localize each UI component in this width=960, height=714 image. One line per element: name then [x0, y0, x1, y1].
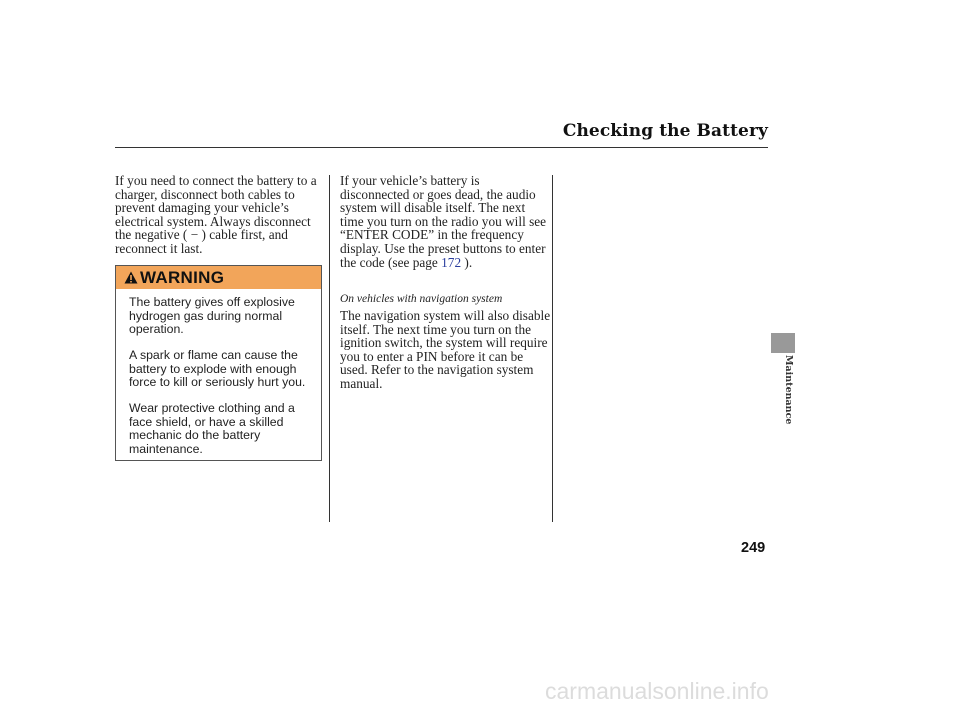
- column-divider-left: [329, 175, 330, 522]
- warning-triangle-icon: [124, 271, 138, 284]
- audio-code-paragraph: If your vehicle’s battery is disconnecte…: [340, 174, 552, 269]
- audio-code-text: If your vehicle’s battery is disconnecte…: [340, 173, 547, 270]
- battery-charger-paragraph: If you need to connect the battery to a …: [115, 173, 317, 256]
- section-label: Maintenance: [783, 355, 794, 425]
- page-number: 249: [741, 540, 766, 556]
- warning-paragraph-3: Wear protective clothing and a face shie…: [129, 401, 295, 456]
- header-rule: [115, 147, 768, 148]
- audio-code-text-end: ).: [461, 254, 473, 270]
- warning-header-bar: WARNING: [116, 266, 321, 289]
- warning-paragraph-2: A spark or flame can cause the battery t…: [129, 348, 306, 390]
- navigation-subheading: On vehicles with navigation system: [340, 293, 503, 305]
- page-reference-link[interactable]: 172: [441, 254, 462, 270]
- section-tab-marker: [771, 333, 795, 353]
- warning-title: WARNING: [140, 268, 225, 287]
- column-divider-right: [552, 175, 553, 522]
- navigation-paragraph: The navigation system will also disable …: [340, 308, 551, 391]
- warning-box: WARNING The battery gives off explosive …: [115, 265, 322, 461]
- warning-paragraph-1: The battery gives off explosive hydrogen…: [129, 295, 295, 337]
- page-title: Checking the Battery: [562, 121, 768, 141]
- watermark: carmanualsonline.info: [545, 678, 769, 704]
